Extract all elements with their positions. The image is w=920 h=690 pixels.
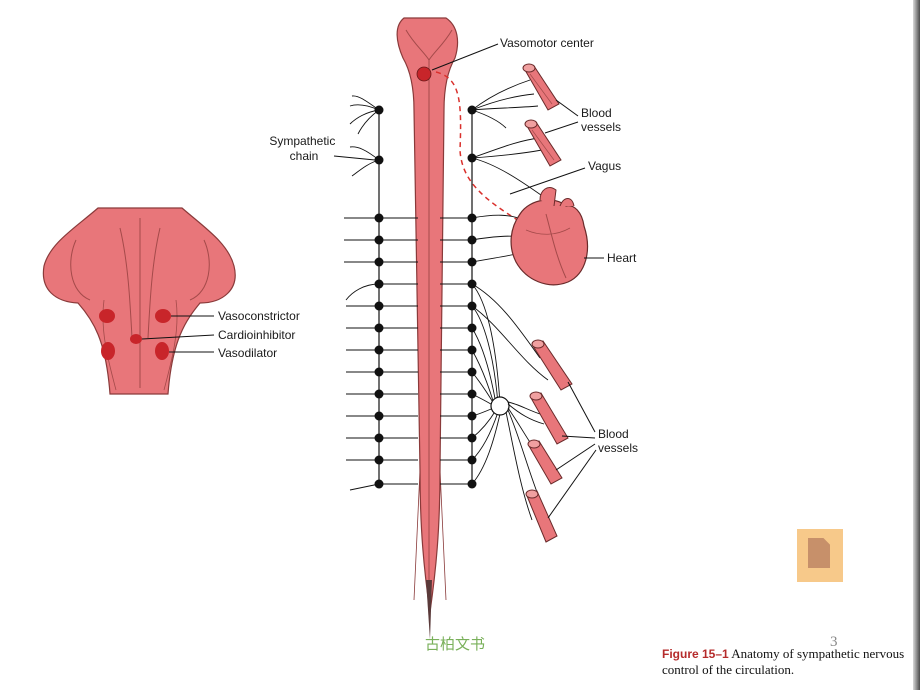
vasodilator-label: Vasodilator [218, 346, 277, 360]
cardioinhibitor-label: Cardioinhibitor [218, 328, 295, 342]
caption-text: Anatomy of sympathetic nervous control o… [662, 646, 905, 677]
blood-vessel-bottom-4 [525, 489, 558, 543]
blood-vessels-top-text-line2: vessels [581, 120, 621, 134]
heart-illustration [510, 187, 589, 286]
left-sympathetic-chain [344, 95, 418, 491]
blood-vessels-top-text: Blood [581, 106, 612, 120]
figure-caption: Figure 15–1 Anatomy of sympathetic nervo… [662, 646, 912, 678]
sympathetic-chain-label-text: Sympathetic [269, 134, 335, 148]
blood-vessel-top-2 [524, 119, 562, 167]
figure-number: Figure 15–1 [662, 647, 729, 661]
vasodilator-area-left [101, 342, 115, 360]
blood-vessels-bottom-text: Blood [598, 427, 629, 441]
spinal-cord [396, 17, 459, 640]
brainstem-illustration [42, 207, 236, 395]
blood-vessels-top-label: Blood vessels [581, 106, 621, 134]
vagus-label: Vagus [588, 159, 621, 173]
cardioinhibitor-area [130, 334, 142, 344]
vasoconstrictor-area-left [99, 309, 115, 323]
vasodilator-area-right [155, 342, 169, 360]
document-icon[interactable] [797, 529, 843, 582]
blood-vessel-bottom-2 [529, 391, 569, 445]
sympathetic-chain-label: Sympathetic chain [269, 134, 338, 163]
blood-vessels-bottom-text-line2: vessels [598, 441, 638, 455]
blood-vessels-bottom-label: Blood vessels [598, 427, 638, 455]
heart-label: Heart [607, 251, 637, 265]
footer-brand: 古柏文书 [425, 635, 486, 653]
vasoconstrictor-label: Vasoconstrictor [218, 309, 300, 323]
page-number: 3 [830, 634, 838, 650]
window-edge [913, 0, 920, 690]
sympathetic-chain-label-text-line2: chain [290, 149, 319, 163]
vagus-nerve-dashed [435, 71, 537, 233]
vasoconstrictor-area-right [155, 309, 171, 323]
vasomotor-center-dot [416, 66, 432, 82]
vasomotor-center-label: Vasomotor center [500, 36, 594, 50]
blood-vessel-top-1 [522, 63, 560, 111]
collateral-ganglion [490, 396, 510, 416]
blood-vessel-bottom-1 [531, 339, 573, 391]
right-sympathetic-chain [440, 79, 549, 521]
blood-vessel-bottom-3 [527, 439, 563, 485]
